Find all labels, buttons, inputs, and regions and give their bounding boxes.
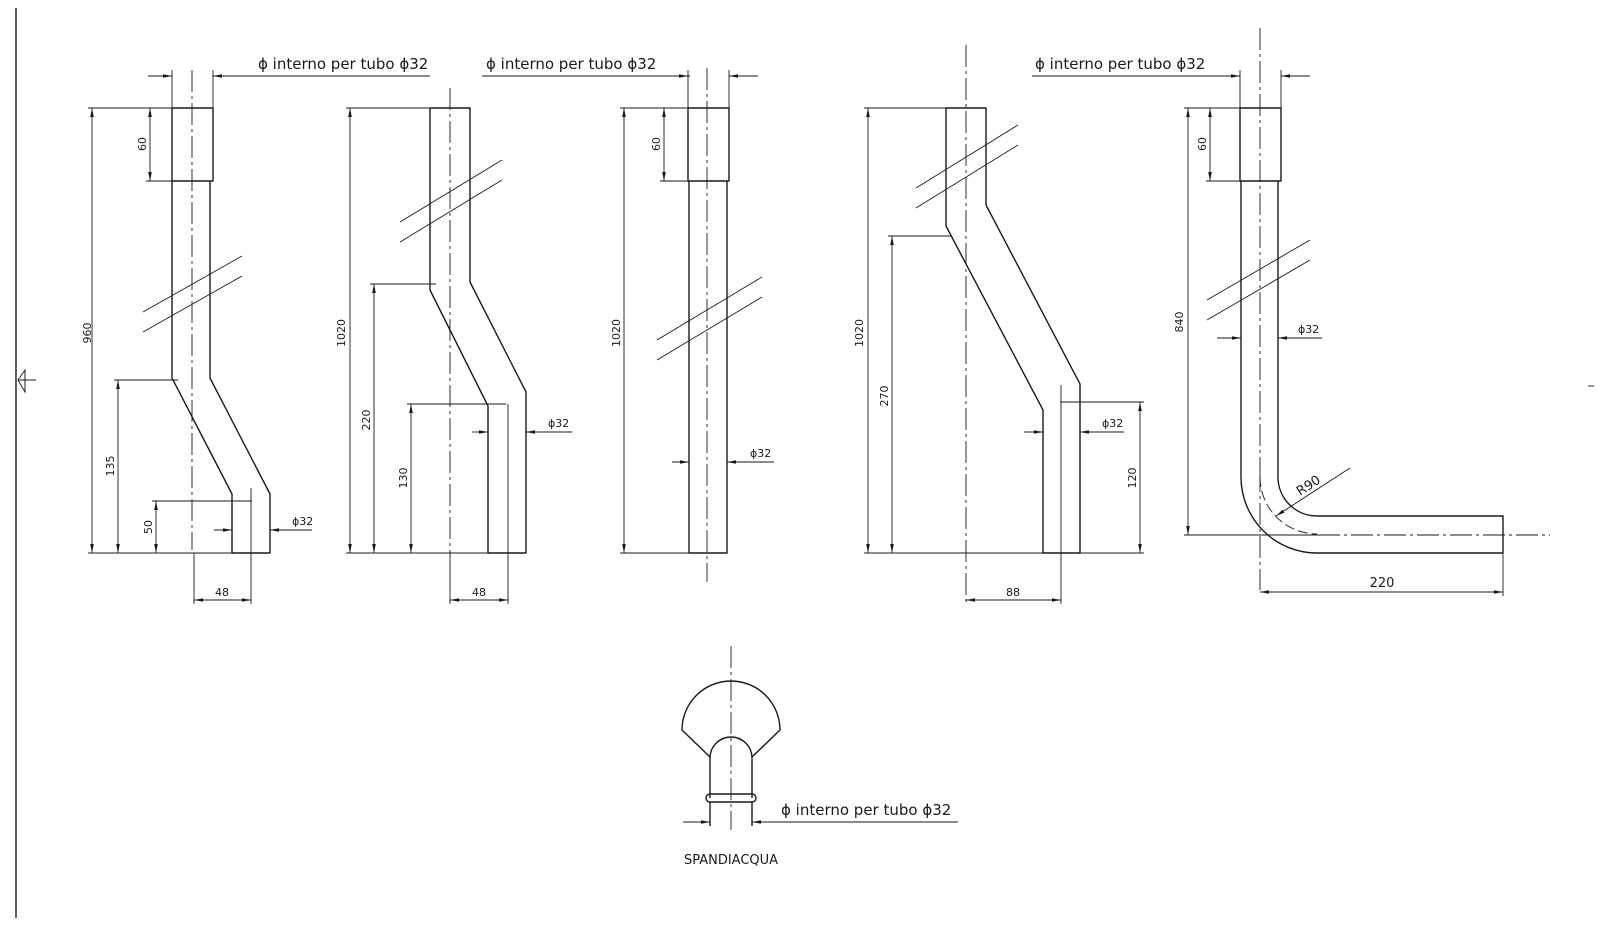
spandiacqua-drawing: ϕ interno per tubo ϕ32 SPANDIACQUA	[681, 646, 958, 868]
pipe-5-diameter-dim: ϕ32	[1298, 323, 1319, 336]
pipe-4-bend-top-dim: 270	[878, 386, 891, 407]
pipe-1-offset-dim: 48	[215, 586, 229, 599]
pipe-4-offset-drawing: 1020 270 120 88 ϕ32 ϕ interno per tubo ϕ…	[853, 45, 1232, 604]
pipe-2-offset-drawing: 1020 220 130 48 ϕ32 ϕ interno per tubo ϕ…	[335, 55, 690, 604]
pipe-1-inner-diameter-note: ϕ interno per tubo ϕ32	[258, 55, 428, 73]
pipe-4-foot-dim: 120	[1126, 468, 1139, 489]
pipe-2-diameter-dim: ϕ32	[548, 417, 569, 430]
pipe-2-bend-bottom-dim: 130	[397, 468, 410, 489]
pipe-2-overall-dim: 1020	[335, 319, 348, 347]
pipe-2-offset-dim: 48	[472, 586, 486, 599]
pipe-4-inner-diameter-note: ϕ interno per tubo ϕ32	[1035, 55, 1205, 73]
pipe-5-radius-dim: R90	[1294, 473, 1324, 500]
pipe-1-diameter-dim: ϕ32	[292, 515, 313, 528]
pipe-4-overall-dim: 1020	[853, 319, 866, 347]
pipe-1-overall-dim: 960	[81, 323, 94, 344]
pipe-3-overall-dim: 1020	[610, 319, 623, 347]
pipe-4-diameter-dim: ϕ32	[1102, 417, 1123, 430]
pipe-3-socket-dim: 60	[650, 137, 663, 151]
view-direction-symbol	[17, 368, 36, 394]
pipe-2-inner-diameter-note: ϕ interno per tubo ϕ32	[486, 55, 656, 73]
pipe-1-foot-dim: 50	[142, 520, 155, 534]
pipe-2-bend-top-dim: 220	[360, 410, 373, 431]
pipe-1-bend-height-dim: 135	[104, 456, 117, 477]
pipe-3-straight-drawing: 1020 60 ϕ32	[610, 68, 774, 582]
pipe-1-socket-dim: 60	[136, 137, 149, 151]
pipe-5-socket-dim: 60	[1196, 137, 1209, 151]
spandiacqua-inner-diameter-note: ϕ interno per tubo ϕ32	[781, 801, 951, 819]
pipe-3-diameter-dim: ϕ32	[750, 447, 771, 460]
pipe-5-elbow-drawing: 840 60 ϕ32 R90 220	[1173, 28, 1550, 596]
pipe-1-offset-drawing: 960 60 135 50 48 ϕ32 ϕ interno per tubo …	[81, 55, 430, 604]
pipe-4-offset-dim: 88	[1006, 586, 1020, 599]
pipe-5-horizontal-dim: 220	[1370, 576, 1395, 591]
spandiacqua-caption: SPANDIACQUA	[684, 853, 778, 868]
pipe-5-overall-dim: 840	[1173, 312, 1186, 333]
